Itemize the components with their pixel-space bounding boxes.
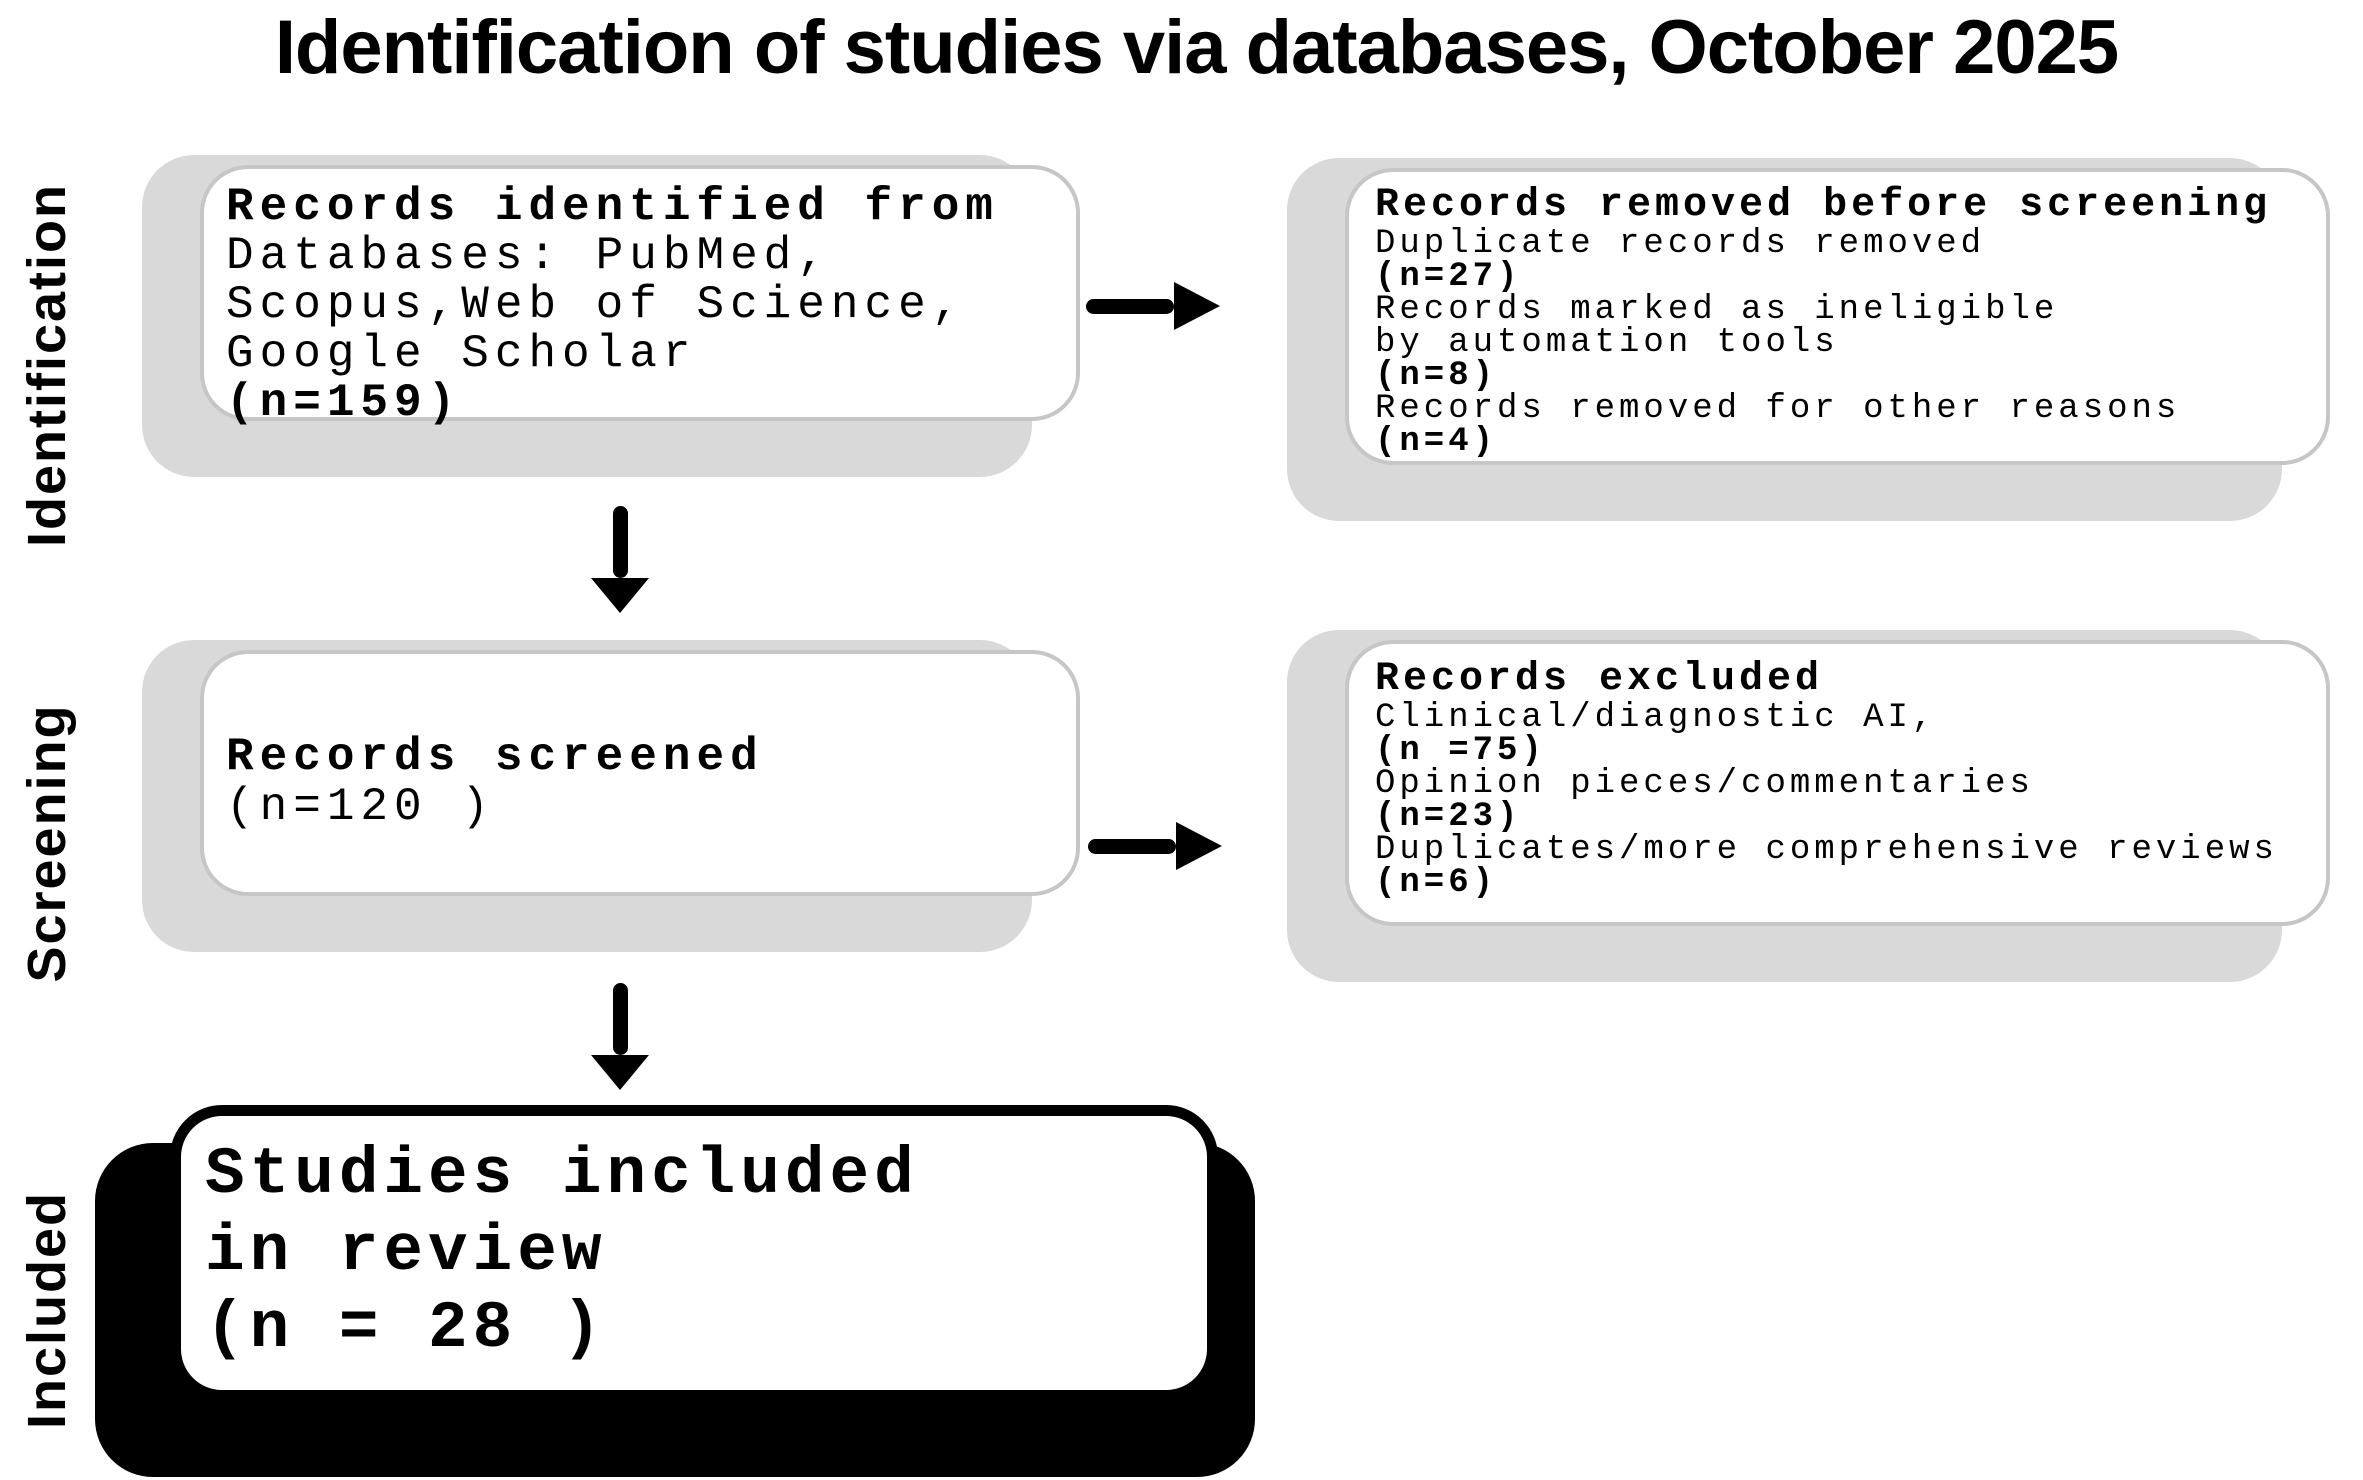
box-records-identified: Records identified from Databases: PubMe… bbox=[142, 155, 1080, 477]
arrow-shaft bbox=[1086, 298, 1174, 314]
stage-label-identification: Identification bbox=[17, 183, 77, 547]
stage-label-screening: Screening bbox=[17, 703, 77, 983]
box-line: Clinical/diagnostic AI, bbox=[1375, 699, 1937, 737]
box-line: Opinion pieces/commentaries bbox=[1375, 765, 2034, 803]
box-panel: Studies included in review (n = 28 ) bbox=[170, 1105, 1218, 1401]
box-records-excluded: Records excluded Clinical/diagnostic AI,… bbox=[1287, 630, 2330, 982]
stage-label-included: Included bbox=[17, 1190, 77, 1430]
arrow-down-icon bbox=[591, 506, 649, 613]
box-count: (n=6) bbox=[1375, 864, 1498, 902]
box-count: (n =75) bbox=[1375, 732, 1546, 770]
box-count: (n=23) bbox=[1375, 798, 1522, 836]
box-panel: Records identified from Databases: PubMe… bbox=[200, 165, 1080, 428]
box-count: (n=159) bbox=[226, 377, 462, 429]
arrow-head bbox=[1174, 282, 1220, 330]
box-heading: Records removed before screening bbox=[1375, 183, 2272, 228]
box-line: Databases: PubMed, bbox=[226, 230, 831, 282]
box-heading: Records identified from bbox=[226, 181, 999, 233]
page-title: Identification of studies via databases,… bbox=[274, 5, 2119, 90]
arrow-head bbox=[591, 1055, 649, 1090]
arrow-down-icon bbox=[591, 983, 649, 1090]
box-heading: Records excluded bbox=[1375, 657, 1824, 702]
box-line: Duplicates/more comprehensive reviews bbox=[1375, 831, 2278, 869]
box-line: in review bbox=[205, 1214, 607, 1289]
box-line: by automation tools bbox=[1375, 324, 1839, 362]
box-panel: Records screened (n=120 ) bbox=[200, 650, 1080, 896]
box-count: (n=4) bbox=[1375, 423, 1498, 461]
box-count: (n=27) bbox=[1375, 258, 1522, 296]
box-studies-included: Studies included in review (n = 28 ) bbox=[95, 1105, 1255, 1477]
box-count: (n=120 ) bbox=[226, 781, 495, 833]
arrow-head bbox=[591, 578, 649, 613]
arrow-shaft bbox=[1088, 838, 1176, 854]
arrow-right-icon bbox=[1086, 282, 1220, 330]
arrow-head bbox=[1176, 822, 1222, 870]
arrow-shaft bbox=[612, 506, 628, 578]
box-count: (n=8) bbox=[1375, 357, 1498, 395]
box-count: (n = 28 ) bbox=[205, 1291, 607, 1366]
arrow-right-icon bbox=[1088, 822, 1222, 870]
box-heading: Records screened bbox=[226, 731, 764, 783]
box-line: Google Scholar bbox=[226, 328, 697, 380]
arrow-shaft bbox=[612, 983, 628, 1055]
box-line: Duplicate records removed bbox=[1375, 225, 1986, 263]
box-heading: Studies included bbox=[205, 1137, 919, 1212]
box-line: Scopus,Web of Science, bbox=[226, 279, 966, 331]
box-panel: Records excluded Clinical/diagnostic AI,… bbox=[1345, 640, 2330, 926]
box-records-removed: Records removed before screening Duplica… bbox=[1287, 158, 2330, 521]
box-line: Records marked as ineligible bbox=[1375, 291, 2059, 329]
box-records-screened: Records screened (n=120 ) bbox=[142, 640, 1080, 952]
box-line: Records removed for other reasons bbox=[1375, 390, 2181, 428]
box-panel: Records removed before screening Duplica… bbox=[1345, 168, 2330, 465]
